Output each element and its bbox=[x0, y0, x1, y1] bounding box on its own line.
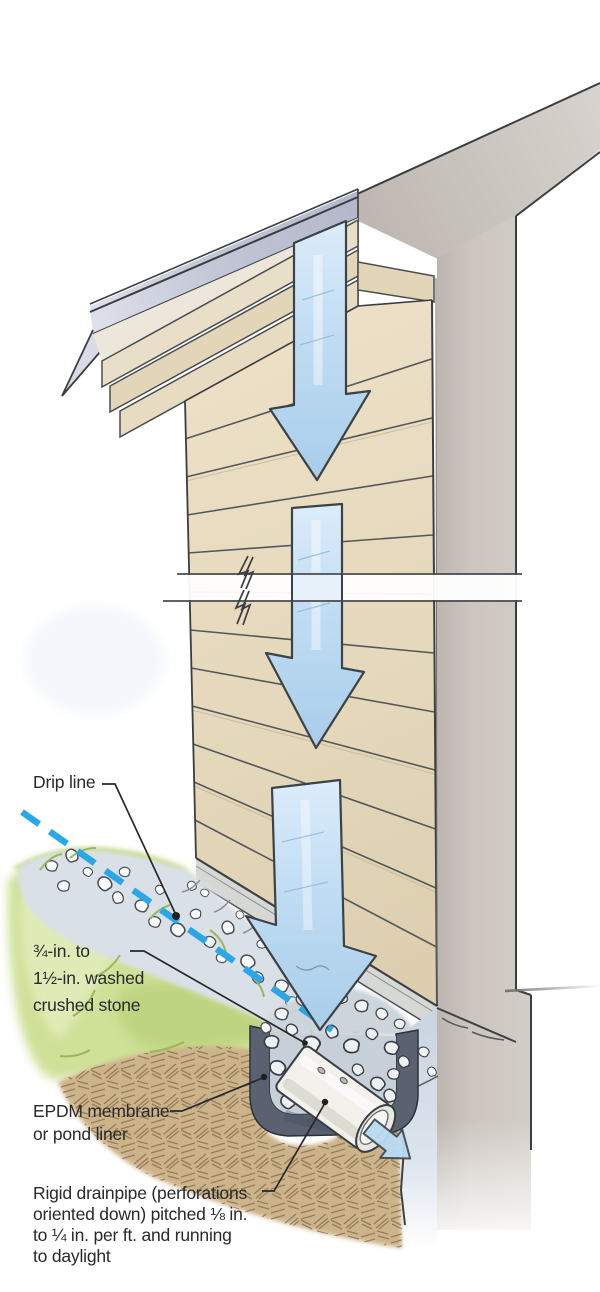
leader-dots bbox=[172, 912, 329, 1106]
leader-crushed-stone bbox=[130, 950, 306, 1044]
wall-corner-edge bbox=[431, 299, 438, 1007]
grade-line-at-corner bbox=[436, 1007, 517, 1043]
leader-lines bbox=[102, 783, 326, 1192]
siding-top-edge bbox=[184, 299, 433, 402]
label-epdm-membrane: EPDM membrane or pond liner bbox=[33, 1101, 170, 1144]
rake-tail bbox=[62, 330, 100, 396]
roof-and-corner bbox=[350, 82, 600, 1250]
drip-line-dashed bbox=[20, 809, 334, 1033]
house-corner-return bbox=[437, 215, 531, 1230]
label-rigid-drainpipe: Rigid drainpipe (perforations oriented d… bbox=[33, 1183, 248, 1266]
label-crushed-stone: ¾-in. to 1½-in. washed crushed stone bbox=[33, 941, 145, 1015]
corner-fade bbox=[432, 1110, 537, 1250]
water-flow-arrow-1 bbox=[268, 219, 372, 482]
outflow-arrow bbox=[362, 1118, 412, 1160]
leader-drainpipe bbox=[262, 1102, 326, 1192]
far-roof-plane bbox=[350, 83, 600, 260]
wall-break-band bbox=[160, 555, 522, 626]
leader-epdm bbox=[170, 1076, 266, 1112]
soil-basketweave-hatch bbox=[58, 1046, 402, 1248]
grass-shade bbox=[116, 982, 280, 1050]
wall-left-edge bbox=[184, 400, 197, 859]
pipe-shade bbox=[282, 1078, 365, 1142]
label-drip-line: Drip line bbox=[33, 772, 96, 792]
soffit-shadow bbox=[93, 218, 358, 361]
water-flow-arrow-3 bbox=[244, 778, 378, 1032]
break-symbol bbox=[234, 555, 255, 626]
leader-drip-line bbox=[102, 783, 177, 916]
sidewall-ledge-line bbox=[504, 984, 600, 993]
watercolor-wash bbox=[25, 605, 165, 715]
pipe-perforation bbox=[317, 1066, 326, 1075]
pipe-perforation bbox=[339, 1076, 348, 1085]
far-eave-fascia bbox=[357, 261, 435, 303]
roof-top-edge-line bbox=[354, 82, 600, 196]
rigid-drainpipe bbox=[275, 1045, 397, 1153]
roof-right-eave-line bbox=[515, 151, 600, 217]
